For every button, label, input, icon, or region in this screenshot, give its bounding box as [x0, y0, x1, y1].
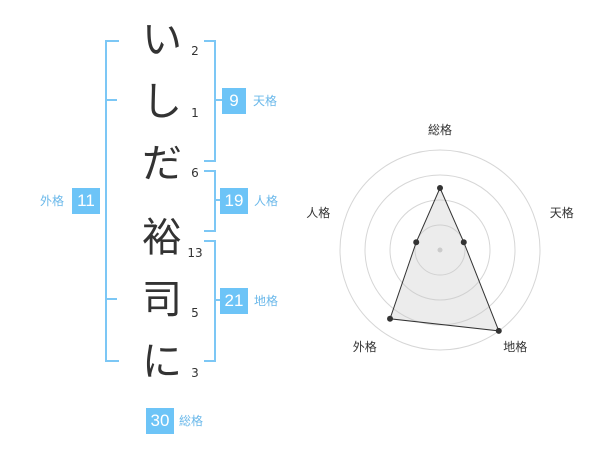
soukaku-value-badge: 30 — [146, 408, 174, 434]
radar-axis-label-1: 総格 — [428, 122, 452, 137]
stroke-count-6: 3 — [191, 366, 199, 380]
radar-center — [437, 247, 443, 253]
gaikaku-value-badge: 11 — [72, 188, 100, 214]
jinkaku-value-badge: 19 — [220, 188, 248, 214]
radar-point-5 — [413, 239, 420, 246]
radar-ring — [339, 149, 541, 351]
soukaku-label: 総格 — [179, 414, 204, 428]
stroke-count-1: 2 — [191, 44, 199, 58]
stroke-count-4: 13 — [187, 246, 203, 260]
bracket-connector — [214, 199, 222, 201]
name-char-6: に — [142, 339, 182, 385]
radar-axis-label-2: 天格 — [550, 205, 574, 220]
radar-polygon — [389, 186, 500, 332]
radar-axis-label-4: 外格 — [353, 339, 377, 354]
bracket-tick — [107, 298, 117, 300]
gaikaku-bracket — [105, 40, 119, 362]
jinkaku-label: 人格 — [254, 194, 279, 208]
jinkaku-bracket — [204, 170, 216, 232]
name-char-2: し — [142, 79, 182, 125]
stroke-count-2: 1 — [191, 106, 199, 120]
radar-point-4 — [387, 315, 394, 322]
radar-ring — [389, 199, 491, 301]
stroke-count-5: 5 — [191, 306, 199, 320]
name-char-4: 裕 — [142, 215, 182, 261]
name-char-3: だ — [142, 141, 182, 187]
bracket-connector — [214, 99, 222, 101]
radar-point-2 — [460, 239, 467, 246]
radar-axis-label-3: 地格 — [503, 339, 527, 354]
chikaku-label: 地格 — [254, 294, 279, 308]
radar-point-1 — [437, 185, 443, 191]
chikaku-value-badge: 21 — [220, 288, 248, 314]
tenkaku-value-badge: 9 — [222, 88, 246, 114]
radar-axis-label-5: 人格 — [306, 205, 330, 220]
name-char-1: い — [142, 17, 182, 63]
gaikaku-label: 外格 — [40, 194, 65, 208]
bracket-tick — [107, 99, 117, 101]
tenkaku-label: 天格 — [253, 94, 278, 108]
radar-point-3 — [495, 327, 502, 334]
tenkaku-bracket — [204, 40, 216, 162]
name-char-5: 司 — [142, 277, 182, 323]
chikaku-bracket — [204, 240, 216, 362]
radar-ring — [414, 224, 466, 276]
bracket-connector — [214, 299, 222, 301]
radar-ring — [364, 174, 516, 326]
stroke-count-3: 6 — [191, 166, 199, 180]
